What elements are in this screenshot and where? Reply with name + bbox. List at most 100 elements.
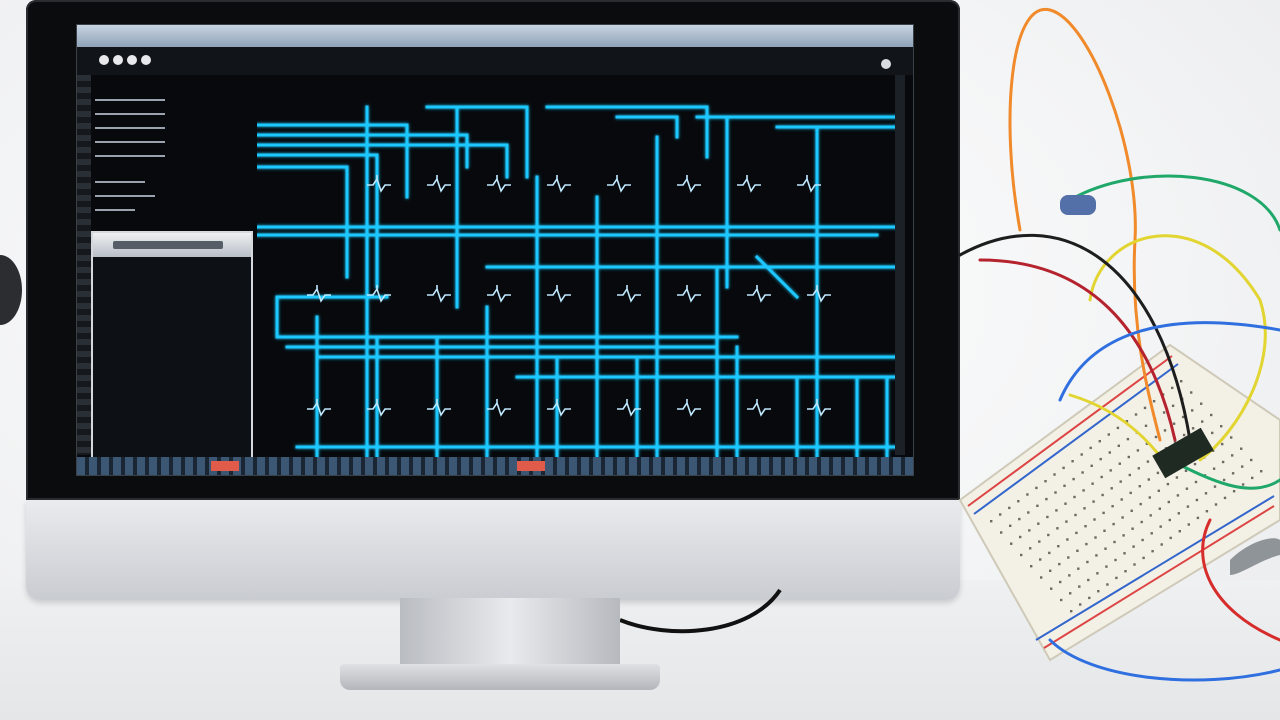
breadboard-hole (1083, 507, 1086, 510)
breadboard-hole (1230, 436, 1233, 439)
breadboard-hole (1260, 470, 1263, 473)
breadboard-hole (1119, 480, 1122, 483)
breadboard-hole (1241, 465, 1244, 468)
breadboard-hole (1143, 406, 1147, 410)
breadboard-hole (1123, 552, 1126, 555)
breadboard-hole (1050, 587, 1053, 590)
breadboard-hole (1018, 517, 1021, 521)
schematic-component (487, 399, 511, 417)
breadboard-hole (1133, 563, 1136, 566)
pin-label (95, 155, 165, 157)
panel-title-bar (113, 241, 223, 249)
breadboard-hole (1186, 505, 1190, 508)
schematic-component (367, 285, 391, 303)
breadboard-hole (1118, 462, 1121, 465)
toolbar-icon[interactable] (99, 55, 109, 65)
breadboard-hole (1020, 553, 1023, 557)
mouse-object (0, 255, 22, 325)
schematic-component (747, 285, 771, 303)
breadboard-hole (1166, 482, 1170, 486)
breadboard-hole (1232, 490, 1236, 493)
breadboard-hole (1097, 590, 1100, 593)
breadboard-hole (1102, 511, 1105, 515)
close-icon[interactable] (881, 59, 891, 69)
breadboard-hole (1075, 531, 1078, 535)
pin-label (95, 181, 145, 183)
breadboard-hole (1191, 409, 1194, 412)
breadboard-hole (1035, 486, 1038, 490)
breadboard-hole (1142, 556, 1145, 560)
breadboard-hole (1017, 500, 1020, 503)
breadboard-hole (1177, 512, 1180, 515)
breadboard-hole (1211, 431, 1214, 435)
breadboard-hole (1140, 520, 1143, 524)
breadboard-hole (1222, 478, 1226, 482)
breadboard-hole (1069, 592, 1072, 595)
pin-label (95, 99, 165, 101)
breadboard-hole (1163, 429, 1167, 432)
breadboard-hole (1084, 525, 1087, 528)
breadboard-hole (1089, 446, 1092, 450)
breadboard-hole (1167, 500, 1170, 504)
pin-label (95, 113, 165, 115)
circuit-trace (257, 143, 509, 179)
breadboard-hole (1039, 558, 1042, 561)
sensor-module (1060, 195, 1096, 215)
pin-label (95, 141, 165, 143)
breadboard-hole (1240, 447, 1243, 450)
breadboard-hole (1010, 542, 1013, 545)
toolbar-icon[interactable] (127, 55, 137, 65)
schematic-component (307, 285, 331, 303)
schematic-component (617, 285, 641, 303)
breadboard-hole (1063, 484, 1066, 487)
toolbar-icon[interactable] (141, 55, 151, 65)
circuit-trace (754, 254, 800, 300)
breadboard-hole (1045, 497, 1048, 501)
breadboard-hole (1057, 545, 1060, 548)
circuit-trace (257, 123, 409, 199)
breadboard-hole (1156, 471, 1160, 475)
breadboard-hole (1038, 540, 1041, 543)
breadboard-hole (1094, 536, 1097, 539)
breadboard-hole (1077, 567, 1080, 570)
schematic-component (427, 175, 451, 193)
breadboard-hole (1085, 542, 1088, 546)
breadboard-hole (1086, 560, 1089, 564)
breadboard-hole (1210, 413, 1213, 417)
breadboard-hole (1114, 558, 1117, 562)
schematic-component (547, 175, 571, 193)
microcontroller-chip (1152, 427, 1214, 479)
breadboard-hole (1062, 466, 1065, 470)
breadboard-hole (1098, 440, 1101, 443)
monitor-chin (26, 500, 960, 600)
breadboard-hole (1026, 493, 1029, 496)
vertical-scrollbar[interactable] (895, 75, 905, 455)
tool-palette[interactable] (77, 75, 91, 455)
breadboard-hole (1087, 578, 1090, 582)
breadboard-hole (1109, 469, 1112, 472)
breadboard-hole (1078, 585, 1081, 588)
breadboard-hole (1185, 487, 1189, 490)
breadboard-hole (1108, 451, 1111, 454)
breadboard-hole (990, 520, 993, 523)
breadboard-hole (1126, 437, 1130, 441)
toolbar-icon[interactable] (113, 55, 123, 65)
breadboard-hole (1121, 516, 1124, 519)
breadboard-hole (1125, 420, 1129, 423)
circuit-trace (615, 115, 679, 139)
breadboard-hole (1090, 464, 1093, 467)
breadboard-hole (1096, 572, 1099, 575)
window-titlebar (77, 25, 913, 47)
breadboard-hole (1000, 531, 1003, 534)
breadboard-hole (1049, 569, 1052, 572)
breadboard-hole (1116, 426, 1120, 430)
breadboard-hole (1213, 485, 1217, 488)
breadboard-hole (1151, 550, 1154, 553)
properties-panel[interactable] (91, 231, 253, 461)
schematic-component (677, 175, 701, 193)
schematic-component (797, 175, 821, 193)
breadboard-hole (999, 513, 1002, 516)
breadboard-hole (1171, 404, 1175, 407)
breadboard-hole (1019, 535, 1022, 539)
status-bar (77, 457, 913, 475)
